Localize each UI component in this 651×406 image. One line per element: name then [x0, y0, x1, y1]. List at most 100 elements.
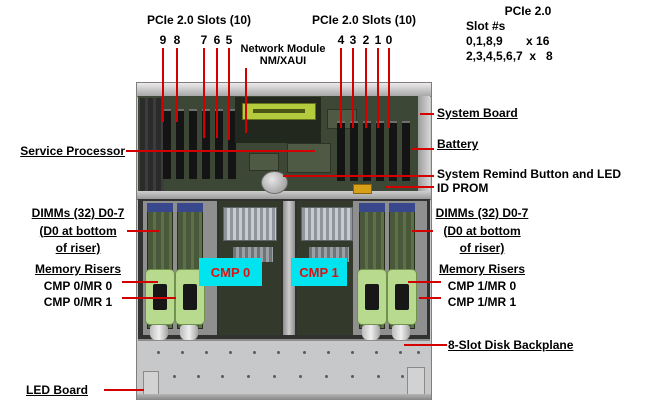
left-dimms-line1: DIMMs (32) D0-7 — [31, 206, 125, 220]
right-dimms-line1: DIMMs (32) D0-7 — [435, 206, 529, 220]
cmp1-mr0-label: CMP 1/MR 0 — [447, 278, 517, 293]
pcie-slot — [176, 109, 184, 179]
network-module-line2: NM/XAUI — [259, 55, 307, 67]
leader-line-id-prom — [385, 186, 434, 188]
server-top-view-photo — [136, 82, 432, 400]
riser-ejector — [357, 269, 387, 325]
slot-number-9: 9 — [159, 33, 167, 47]
slot-number-3: 3 — [349, 33, 357, 47]
pcie-slot — [189, 109, 197, 179]
riser-handle — [392, 325, 410, 340]
disk-backplane-label: 8-Slot Disk Backplane — [448, 338, 574, 352]
right-bracket — [407, 367, 425, 397]
left-memory-risers-label: Memory Risers CMP 0/MR 0 CMP 0/MR 1 — [8, 261, 148, 311]
pcie-slot — [389, 121, 397, 181]
cmp0-heatsink — [223, 207, 277, 241]
leader-line-slot0 — [388, 48, 390, 128]
leader-line-slot5 — [228, 48, 230, 140]
pcie-slot — [376, 121, 384, 181]
slot-number-7: 7 — [200, 33, 208, 47]
leader-line-network-module — [245, 68, 247, 133]
pcie-slot — [350, 121, 358, 181]
left-dimms-label: DIMMs (32) D0-7 (D0 at bottom of riser) — [8, 205, 148, 258]
center-divider-rail — [283, 201, 295, 335]
pcie-right-title: PCIe 2.0 Slots (10) — [312, 13, 417, 27]
network-module-line1: Network Module — [240, 43, 326, 55]
slot-number-0: 0 — [385, 33, 393, 47]
slot-key-row-x16: 0,1,8,9 x 16 — [466, 34, 550, 48]
leader-line-cmp1-mr1 — [419, 297, 441, 299]
pcie-slot-key: PCIe 2.0 Slot #s 0,1,8,9 x 16 2,3,4,5,6,… — [466, 4, 590, 64]
right-memory-risers-title: Memory Risers — [438, 262, 526, 276]
slot-number-1: 1 — [374, 33, 382, 47]
leader-line-dimms-left — [127, 230, 159, 232]
slot-number-5: 5 — [225, 33, 233, 47]
pcie-slot — [215, 109, 223, 179]
leader-line-system-board — [420, 113, 434, 115]
pcie-slot — [163, 109, 171, 179]
leader-line-cmp0-mr0 — [122, 281, 158, 283]
leader-line-system-remind — [283, 175, 434, 177]
right-memory-risers-label: Memory Risers CMP 1/MR 0 CMP 1/MR 1 — [428, 261, 536, 311]
cmp1-heatsink — [301, 207, 353, 241]
disk-backplane-panel — [138, 339, 430, 398]
chassis-right-wall — [418, 96, 430, 193]
ejector-latch — [365, 284, 379, 310]
leader-line-service-processor — [126, 150, 315, 152]
battery-label: Battery — [437, 137, 479, 151]
battery-component — [261, 171, 288, 194]
leader-line-slot1 — [377, 48, 379, 128]
slot-key-title: PCIe 2.0 — [504, 4, 552, 18]
leader-line-slot7 — [203, 48, 205, 138]
riser-ejector — [387, 269, 417, 325]
right-dimms-label: DIMMs (32) D0-7 (D0 at bottom of riser) — [428, 205, 536, 258]
ejector-latch — [395, 284, 409, 310]
id-prom-component — [353, 184, 372, 194]
leader-line-dimms-right — [412, 230, 433, 232]
pcie-slot — [402, 121, 410, 181]
network-module-label: Network Module NM/XAUI — [232, 43, 334, 67]
slot-number-6: 6 — [213, 33, 221, 47]
leader-line-led-board — [104, 389, 144, 391]
slot-number-8: 8 — [173, 33, 181, 47]
system-board-label: System Board — [437, 106, 518, 120]
slot-key-row-x8: 2,3,4,5,6,7 x 8 — [466, 49, 553, 63]
ejector-latch — [183, 284, 197, 310]
left-dimms-line3: of riser) — [55, 241, 101, 255]
riser-connector — [147, 203, 173, 212]
riser-connector — [389, 203, 415, 212]
screw-row — [157, 351, 160, 354]
leader-line-slot3 — [352, 48, 354, 128]
id-prom-label: ID PROM — [437, 181, 489, 195]
right-dimms-line2: (D0 at bottom — [443, 223, 521, 238]
service-processor-chip — [287, 143, 331, 173]
chassis-top-rim — [137, 83, 431, 97]
pcie-slot — [202, 109, 210, 179]
slot-number-2: 2 — [362, 33, 370, 47]
leader-line-disk-backplane — [404, 344, 447, 346]
slot-number-4: 4 — [337, 33, 345, 47]
leader-line-slot8 — [176, 48, 178, 122]
pcie-slot — [228, 109, 236, 179]
riser-handle — [362, 325, 380, 340]
left-dimms-line2: (D0 at bottom — [39, 223, 117, 238]
slot-key-subtitle: Slot #s — [466, 19, 506, 33]
chassis-bottom-edge — [137, 394, 431, 400]
left-memory-risers-title: Memory Risers — [34, 262, 122, 276]
board-chip — [249, 153, 279, 171]
riser-handle — [180, 325, 198, 340]
leader-line-battery — [412, 148, 434, 150]
cmp0-mr0-label: CMP 0/MR 0 — [43, 278, 113, 293]
cmp0-mr1-label: CMP 0/MR 1 — [43, 295, 113, 309]
riser-connector — [359, 203, 385, 212]
leader-line-slot9 — [162, 48, 164, 122]
system-remind-label: System Remind Button and LED — [437, 167, 622, 181]
fan-module — [140, 98, 164, 191]
leader-line-slot6 — [216, 48, 218, 138]
cmp0-callout: CMP 0 — [199, 258, 262, 286]
pcie-slot — [337, 121, 345, 181]
service-processor-label: Service Processor — [20, 144, 125, 158]
leader-line-slot2 — [365, 48, 367, 128]
cmp1-mr1-label: CMP 1/MR 1 — [447, 295, 517, 309]
